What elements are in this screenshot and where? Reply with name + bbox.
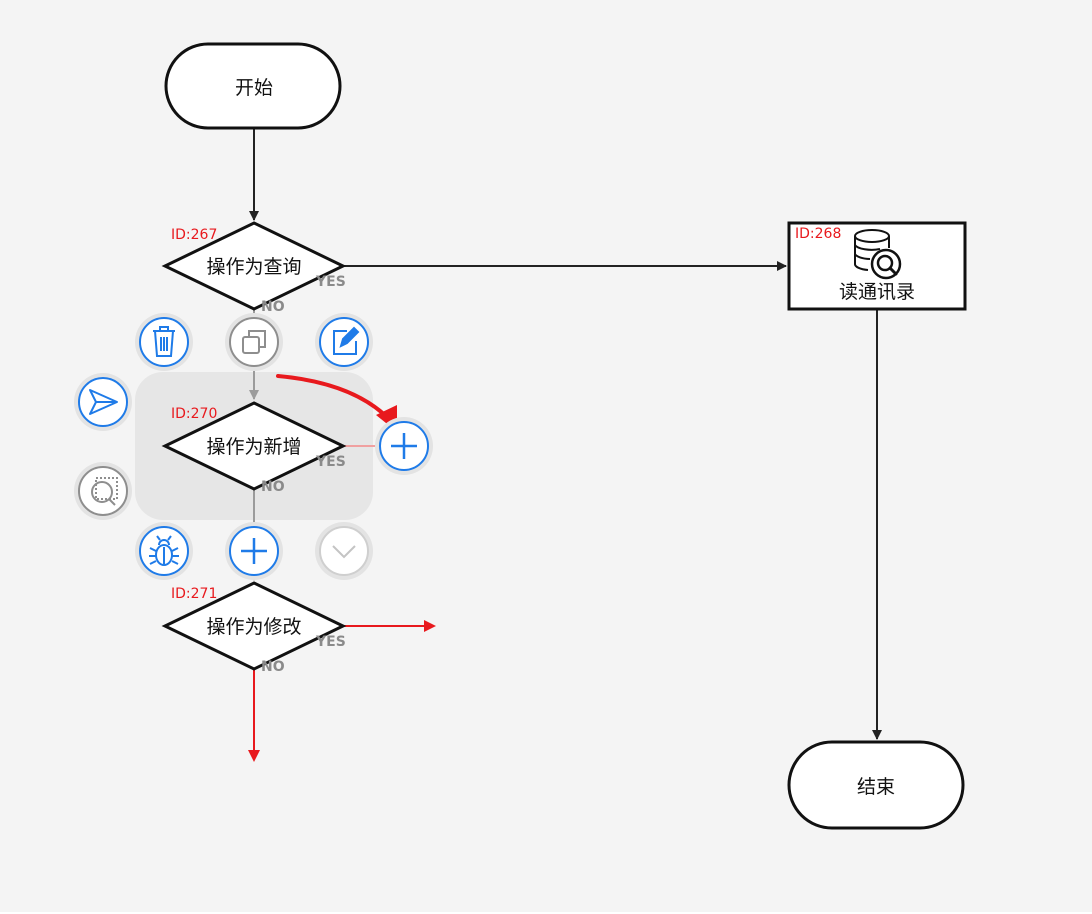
node-267-no-label: NO (261, 299, 285, 315)
decision-node-271[interactable]: 操作为修改 (161, 581, 347, 671)
edit-button[interactable] (315, 313, 373, 371)
decision-node-270-label: 操作为新增 (206, 436, 301, 458)
chevron-down-icon (332, 545, 356, 559)
add-icon (241, 538, 267, 564)
process-node-268-label: 读通讯录 (839, 281, 915, 303)
end-node-label: 结束 (857, 776, 895, 798)
node-270-no-label: NO (261, 479, 285, 495)
add-no-branch-button[interactable] (225, 522, 283, 580)
database-search-icon (854, 229, 902, 280)
add-icon (391, 433, 417, 459)
start-node-label: 开始 (235, 77, 273, 99)
node-268-id: ID:268 (795, 226, 841, 242)
end-node[interactable]: 结束 (787, 740, 965, 830)
zoom-select-button[interactable] (74, 462, 132, 520)
decision-node-267[interactable]: 操作为查询 (161, 221, 347, 311)
decision-node-267-label: 操作为查询 (206, 256, 301, 278)
node-267-yes-label: YES (315, 274, 346, 290)
node-271-id: ID:271 (171, 586, 217, 602)
add-yes-branch-button[interactable] (375, 417, 433, 475)
trash-icon (153, 326, 175, 357)
edit-icon (333, 326, 360, 355)
debug-button[interactable] (135, 522, 193, 580)
send-icon (89, 389, 118, 415)
start-node[interactable]: 开始 (164, 42, 342, 130)
delete-button[interactable] (135, 313, 193, 371)
bug-icon (149, 535, 179, 566)
zoom-select-icon (91, 477, 118, 506)
copy-button[interactable] (225, 313, 283, 371)
node-267-id: ID:267 (171, 227, 217, 243)
node-270-id: ID:270 (171, 406, 217, 422)
node-271-yes-label: YES (315, 634, 346, 650)
node-270-yes-label: YES (315, 454, 346, 470)
process-node-268[interactable]: 读通讯录 (787, 221, 967, 311)
collapse-button[interactable] (315, 522, 373, 580)
node-271-no-label: NO (261, 659, 285, 675)
decision-node-270[interactable]: 操作为新增 (161, 401, 347, 491)
send-button[interactable] (74, 373, 132, 431)
copy-icon (242, 330, 266, 354)
decision-node-271-label: 操作为修改 (206, 616, 301, 638)
